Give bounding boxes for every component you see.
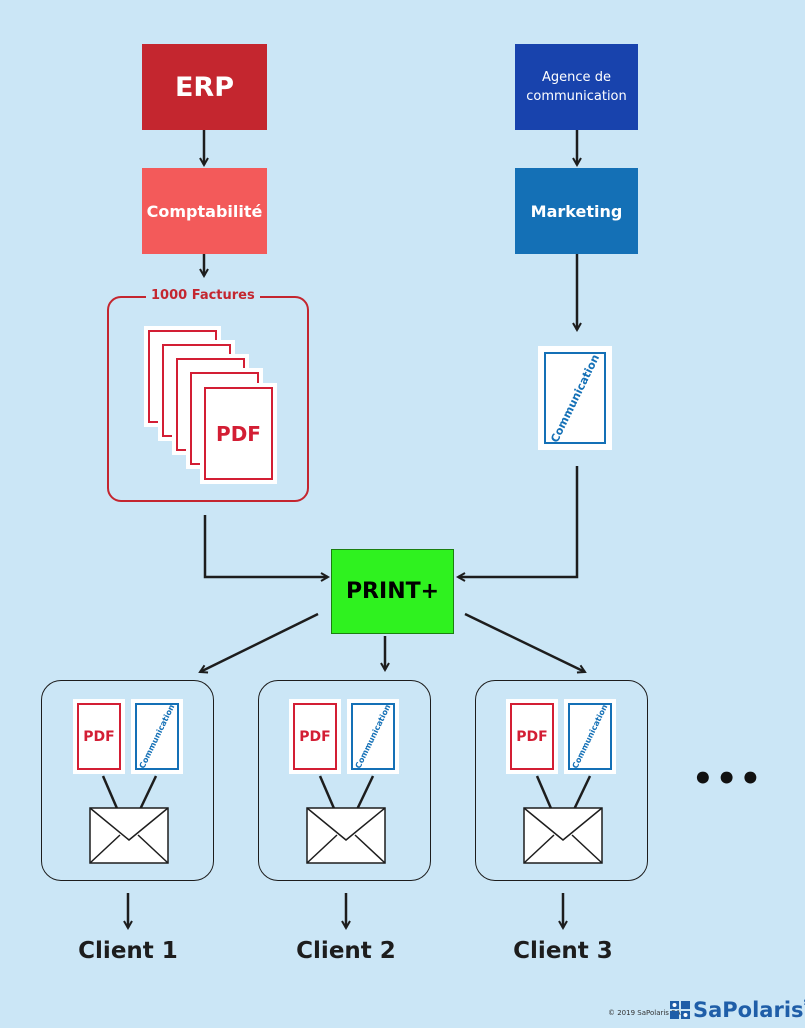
agence-box: Agence de communication — [515, 44, 638, 130]
client2-comm-doc: Communication — [347, 699, 399, 774]
print-plus-box: PRINT+ — [331, 549, 454, 634]
client-box-1 — [41, 680, 214, 881]
client3-pdf-doc: PDF — [506, 699, 558, 774]
envelope-icon — [89, 807, 169, 864]
client2-pdf-doc: PDF — [289, 699, 341, 774]
arrow-print-client1 — [200, 612, 319, 672]
client3-label: Client 3 — [513, 938, 613, 964]
arrow-print-client3 — [464, 612, 585, 672]
communication-document: Communication — [538, 346, 612, 450]
logo-text: SaPolaris — [693, 998, 804, 1022]
marketing-label: Marketing — [530, 201, 623, 221]
logo-superscript: SA — [804, 998, 805, 1007]
client1-label: Client 1 — [78, 938, 178, 964]
erp-label: ERP — [174, 71, 235, 103]
comptabilite-label: Comptabilité — [146, 201, 263, 221]
arrow-factures-print — [203, 515, 328, 577]
envelope-icon — [306, 807, 386, 864]
copyright-text: © 2019 SaPolaris SA — [608, 1009, 681, 1017]
client1-pdf-doc: PDF — [73, 699, 125, 774]
agence-label-line1: Agence de — [542, 70, 611, 85]
client1-comm-label: Communication — [137, 703, 177, 770]
factures-label: 1000 Factures — [146, 288, 260, 303]
agence-label-line2: communication — [526, 89, 627, 104]
sapolaris-logo: SaPolaris SA — [670, 998, 805, 1022]
sapolaris-logo-icon — [670, 1001, 690, 1019]
erp-box: ERP — [142, 44, 267, 130]
client2-pdf-label: PDF — [293, 703, 337, 770]
client3-comm-doc: Communication — [564, 699, 616, 774]
marketing-box: Marketing — [515, 168, 638, 254]
client-box-3 — [475, 680, 648, 881]
communication-label: Communication — [548, 351, 602, 445]
client3-comm-label: Communication — [570, 703, 610, 770]
client1-pdf-label: PDF — [77, 703, 121, 770]
client3-pdf-label: PDF — [510, 703, 554, 770]
print-label: PRINT+ — [345, 579, 440, 604]
more-clients-ellipsis: ••• — [692, 759, 764, 799]
arrow-comm-print — [458, 466, 579, 577]
client2-comm-label: Communication — [353, 703, 393, 770]
client1-comm-doc: Communication — [131, 699, 183, 774]
client2-label: Client 2 — [296, 938, 396, 964]
pdf-label: PDF — [216, 421, 261, 446]
comptabilite-box: Comptabilité — [142, 168, 267, 254]
pdf-document: PDF — [200, 383, 277, 484]
client-box-2 — [258, 680, 431, 881]
envelope-icon — [523, 807, 603, 864]
